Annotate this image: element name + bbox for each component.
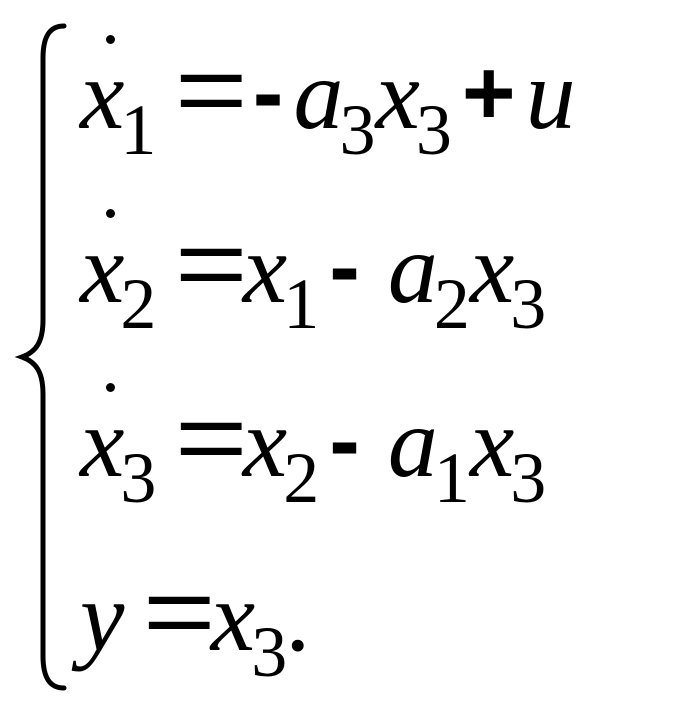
lhs-term: x2 [80,209,156,340]
time-derivative-dot [106,35,115,44]
subscript: 1 [283,264,320,344]
subscript: 3 [510,438,547,518]
time-derivative-dot [106,383,115,392]
subscript: 2 [433,264,470,344]
subscript: 2 [120,264,157,344]
subscript: 3 [120,438,157,518]
coefficient-term: a1 [387,387,470,518]
state-term: x3 [469,387,547,518]
time-derivative-dot [106,209,115,218]
equation-row-3: x3 =x2 - a1x3 [80,383,547,518]
subscript: 1 [120,90,157,170]
state-term: x3 [210,561,288,692]
equals-sign: = [175,208,249,320]
state-term: x3 [375,39,452,170]
lhs-term: x1 [80,35,156,166]
equation-row-1: x1 = - a3x3 + u [80,35,576,170]
plus-sign: + [461,42,516,144]
subscript: 1 [433,438,470,518]
coefficient-term: a2 [387,213,470,344]
left-brace [14,23,67,691]
coefficient-term: a3 [293,39,376,170]
equation-row-2: x2 =x1 - a2x3 [80,209,547,344]
output-term: y [80,561,125,672]
subscript: 2 [283,438,320,518]
input-term: u [525,39,576,150]
state-term: x2 [242,387,320,518]
subscript: 3 [415,90,452,170]
subscript: 3 [510,264,547,344]
state-term: x1 [242,213,320,344]
equals-sign: = [175,34,249,146]
lhs-term: x3 [80,383,156,514]
equals-sign: = [143,556,217,668]
subscript: 3 [339,90,376,170]
equals-sign: = [175,382,249,494]
minus-sign: - [252,42,284,144]
subscript: 3 [251,612,288,692]
equation-row-4: y =x3. [80,561,311,692]
minus-sign: - [329,216,360,318]
minus-sign: - [329,390,360,492]
period: . [285,561,311,672]
state-term: x3 [469,213,547,344]
